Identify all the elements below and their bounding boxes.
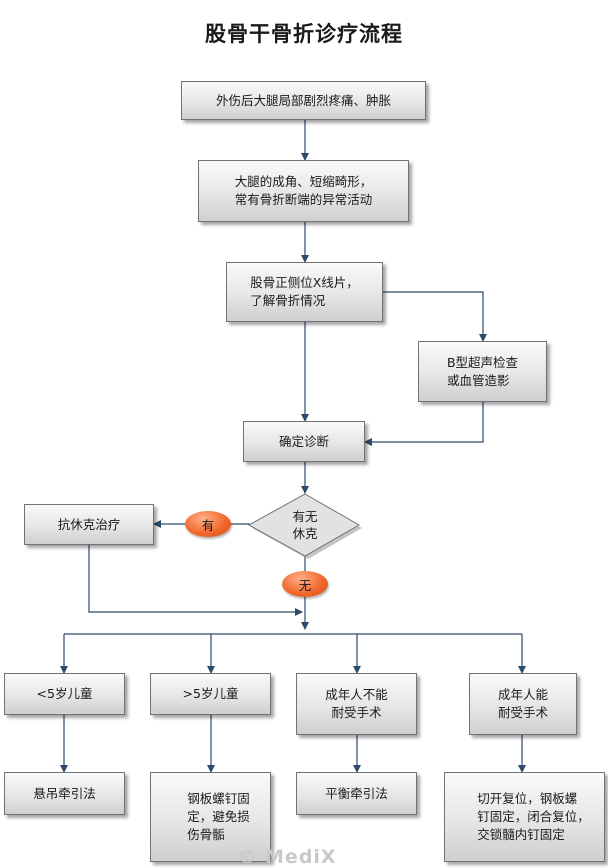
node-over5: >5岁儿童 <box>150 673 271 715</box>
node-under5: <5岁儿童 <box>4 673 125 715</box>
node-deformity: 大腿的成角、短缩畸形， 常有骨折断端的异常活动 <box>198 160 409 222</box>
arrow-xray-to-ultrasound <box>383 291 487 342</box>
arrow-ultrasound-to-diagnosis <box>364 402 484 446</box>
page-title: 股骨干骨折诊疗流程 <box>205 22 403 46</box>
node-open-reduction: 切开复位，钢板螺 钉固定，闭合复位， 交锁髓内钉固定 <box>444 772 605 862</box>
label-no: 无 <box>282 571 328 597</box>
node-anti-shock: 抗休克治疗 <box>24 504 154 545</box>
node-injury: 外伤后大腿局部剧烈疼痛、肿胀 <box>181 81 426 120</box>
node-balanced-traction: 平衡牵引法 <box>296 772 417 815</box>
shock-diamond <box>247 493 362 559</box>
node-xray: 股骨正侧位X线片， 了解骨折情况 <box>226 262 383 322</box>
node-ultrasound: B型超声检查 或血管造影 <box>418 341 547 402</box>
node-adult-tolerant: 成年人能 耐受手术 <box>469 673 577 735</box>
node-adult-intolerant: 成年人不能 耐受手术 <box>296 673 417 735</box>
label-yes: 有 <box>185 511 231 537</box>
node-plate-child: 钢板螺钉固 定，避免损 伤骨骺 <box>150 772 271 862</box>
watermark-logo: © MediX <box>237 846 337 868</box>
arrow-antishock-return <box>88 545 303 616</box>
node-diagnosis: 确定诊断 <box>243 421 365 462</box>
node-shock-check: 有无 休克 <box>292 509 318 541</box>
node-suspension: 悬吊牵引法 <box>4 772 125 815</box>
